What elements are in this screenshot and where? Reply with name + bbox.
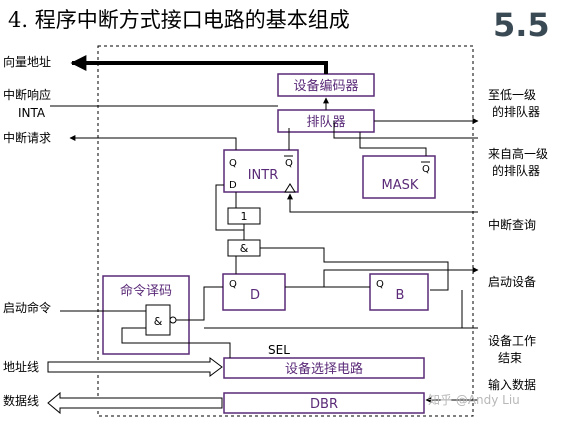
slide-title: 4. 程序中断方式接口电路的基本组成: [8, 8, 350, 32]
mask-text: MASK: [382, 178, 419, 193]
start-device-label: 启动设备: [488, 275, 536, 289]
intr-q-pin: Q: [229, 158, 237, 169]
address-bus-arrow: [47, 357, 223, 377]
queue-block: 排队器: [277, 109, 375, 133]
intr-qbar-pin: Q: [285, 158, 293, 169]
b-qbar-to-and-wire: [260, 247, 449, 291]
watermark: 知乎 @Andy Liu: [428, 393, 520, 407]
to-lower-label-1: 至低一级: [488, 88, 536, 102]
d-flipflop-text: D: [250, 288, 260, 303]
input-data-label: 输入数据: [488, 377, 536, 392]
d-flipflop: D Q: [222, 273, 286, 311]
mask-flipflop: MASK Q: [362, 155, 436, 199]
command-decoder-block: 命令译码 &: [102, 275, 190, 355]
section-number: 5.5: [493, 6, 550, 44]
d-q-pin: Q: [229, 279, 237, 290]
decoder-input-wire: [121, 327, 231, 358]
interrupt-ack-label-2: INTA: [18, 106, 46, 120]
start-device-wire: [323, 267, 479, 287]
dbr-block: DBR: [223, 392, 425, 414]
sel-label: SEL: [268, 343, 290, 357]
device-encoder-block: 设备编码器: [277, 73, 375, 97]
to-lower-label-2: 的排队器: [492, 104, 540, 119]
intr-text: INTR: [248, 168, 279, 183]
command-decoder-text: 命令译码: [120, 283, 172, 299]
device-select-block: 设备选择电路: [223, 357, 425, 379]
intr-clock-triangle: [284, 183, 296, 193]
work-done-label-2: 结束: [498, 351, 522, 365]
data-bus-label: 数据线: [3, 393, 39, 408]
from-higher-label-2: 的排队器: [492, 163, 540, 178]
intr-d-pin: D: [229, 180, 237, 191]
mask-to-queue-wire: [359, 132, 427, 156]
b-flipflop: B Q: [369, 273, 429, 311]
interrupt-request-label: 中断请求: [3, 130, 51, 145]
device-select-text: 设备选择电路: [285, 361, 363, 377]
wires: [47, 55, 479, 415]
device-encoder-text: 设备编码器: [293, 78, 358, 94]
decoder-to-d-wire: [176, 286, 223, 321]
vector-address-bus: [70, 55, 328, 74]
queue-text: 排队器: [306, 115, 345, 130]
data-bus-arrow: [47, 391, 223, 415]
dbr-text: DBR: [310, 397, 338, 412]
work-done-label-1: 设备工作: [488, 334, 536, 348]
address-bus-label: 地址线: [3, 360, 39, 374]
mask-qbar-pin: Q: [422, 164, 430, 175]
interrupt-query-wire: [287, 193, 478, 213]
gate-and-decoder: [145, 304, 171, 336]
interface-boundary: [97, 45, 474, 417]
gate-and-top-text: &: [240, 242, 249, 255]
interrupt-query-label: 中断查询: [488, 217, 536, 232]
interrupt-ack-label-1: 中断响应: [3, 87, 51, 102]
vector-address-label: 向量地址: [3, 54, 51, 69]
intr-flipflop: INTR Q Q D: [223, 149, 299, 193]
from-higher-label-1: 来自高一级: [488, 146, 548, 161]
from-higher-wire: [333, 121, 478, 139]
gate-and-decoder-text: &: [154, 315, 163, 328]
b-flipflop-text: B: [396, 288, 405, 303]
intr-d-wire: [215, 184, 245, 240]
b-q-pin: Q: [376, 279, 384, 290]
gate-one-text: 1: [241, 210, 248, 223]
gate-one: 1: [227, 207, 261, 225]
gate-and-top: &: [227, 239, 261, 257]
interrupt-request-wire: [69, 135, 237, 150]
gate-and-decoder-bubble: [169, 316, 177, 324]
start-command-label: 启动命令: [3, 300, 51, 315]
